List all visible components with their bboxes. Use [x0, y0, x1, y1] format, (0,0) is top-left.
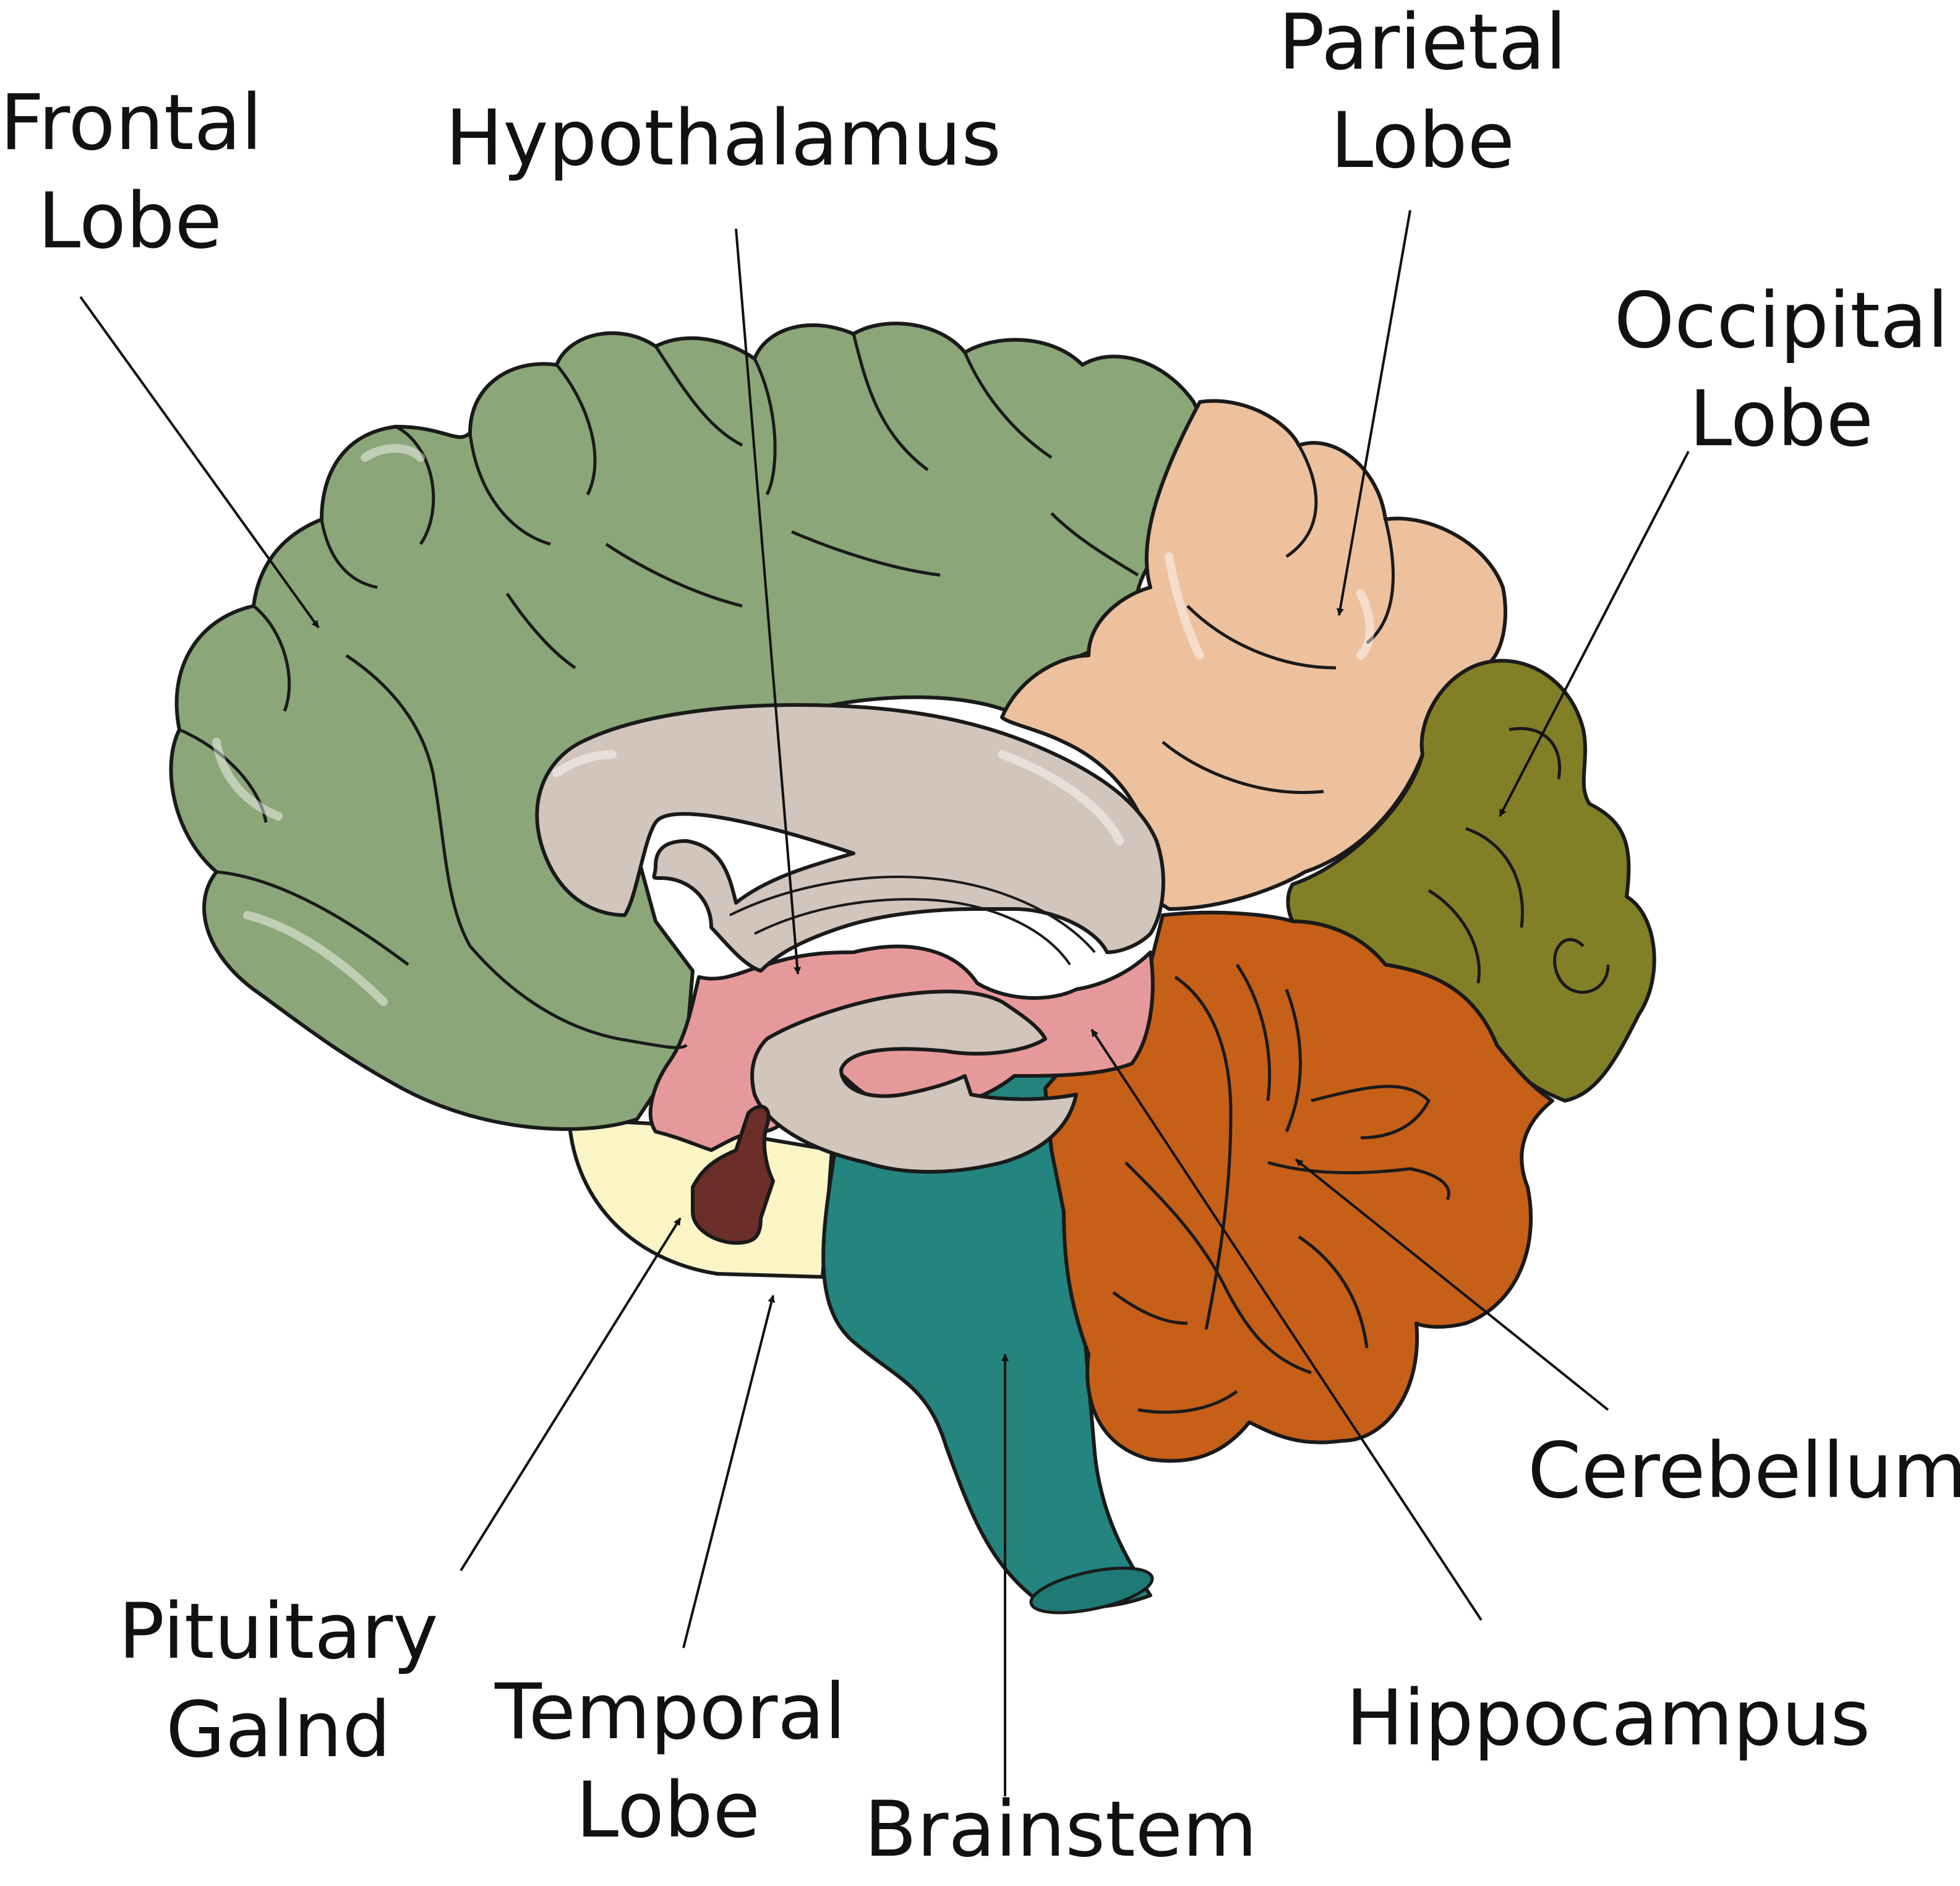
pituitary-gland-region [691, 1104, 775, 1245]
frontal-lobe-label-line2: Lobe [38, 176, 222, 266]
occipital-lobe-label-line2: Lobe [1689, 374, 1873, 464]
hypothalamus-label: Hypothalamus [445, 90, 1001, 188]
cerebellum-folia-lines [1112, 963, 1450, 1414]
pituitary-gland-label-line2: Galnd [166, 1685, 391, 1775]
occipital-gyri-lines [1427, 727, 1610, 994]
hypothalamus-arrow [735, 228, 802, 975]
cerebellum-arrow [1295, 1158, 1609, 1411]
parietal-lobe-label-line1: Parietal [1278, 0, 1567, 87]
brainstem-label-line1: Brainstem [864, 1785, 1257, 1874]
hippocampus-label-line1: Hippocampus [1346, 1674, 1870, 1763]
temporal-arrow [682, 1295, 776, 1649]
pituitary-gland-label-line1: Pituitary [118, 1587, 439, 1676]
pituitary-arrow [460, 1217, 682, 1572]
occipital-arrow [1499, 451, 1690, 817]
brainstem-cut-end [1029, 1566, 1154, 1615]
temporal-lobe-label-line1: Temporal [495, 1668, 846, 1757]
cerebellum-label-line1: Cerebellum [1528, 1427, 1960, 1516]
frontal-lobe-label-line1: Frontal [0, 79, 263, 168]
hypothalamus-label-line1: Hypothalamus [445, 94, 1001, 183]
occipital-lobe-label: Occipital Lobe [1608, 272, 1954, 468]
parietal-lobe-label: Parietal Lobe [1262, 0, 1583, 190]
parietal-lobe-label-line2: Lobe [1330, 96, 1515, 186]
frontal-gyri-lines [179, 333, 1139, 1049]
surface-highlights [212, 444, 1374, 1006]
brainstem-label: Brainstem [854, 1781, 1268, 1879]
temporal-lobe-label: Temporal Lobe [495, 1663, 846, 1859]
parietal-arrow [1336, 210, 1411, 616]
temporal-lobe-label-line2: Lobe [576, 1765, 760, 1855]
corpus-detail-lines [729, 876, 1096, 966]
thalamus-region [750, 989, 1078, 1174]
cerebellum-label: Cerebellum [1528, 1422, 1960, 1521]
hippocampus-label: Hippocampus [1330, 1670, 1886, 1768]
label-arrows [79, 210, 1690, 1796]
pituitary-gland-label: Pituitary Galnd [105, 1583, 451, 1779]
frontal-lobe-label: Frontal Lobe [0, 74, 263, 270]
frontal-arrow [79, 296, 320, 629]
corpus-callosum-region [535, 703, 1165, 973]
cerebellum-region [1043, 910, 1554, 1463]
occipital-lobe-label-line1: Occipital [1614, 276, 1949, 365]
hippocampus-arrow [1090, 1028, 1483, 1621]
parietal-gyri-lines [1162, 444, 1395, 795]
